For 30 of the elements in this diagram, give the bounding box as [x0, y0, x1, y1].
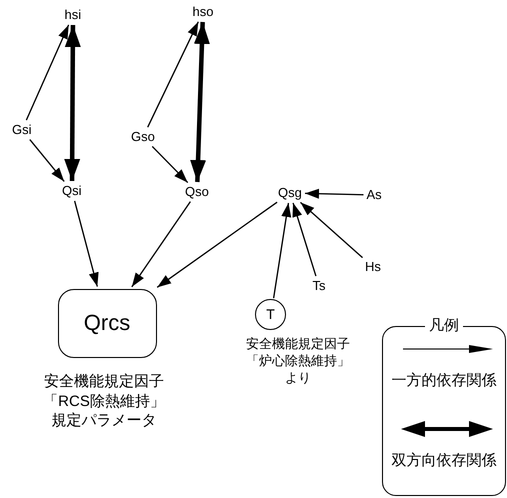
- legend-text: 双方向依存関係: [390, 453, 498, 470]
- circle-node: T: [255, 299, 286, 330]
- arrow: [292, 202, 317, 276]
- variable-label: As: [366, 187, 383, 204]
- variable-label: Gso: [130, 129, 156, 146]
- arrow: [26, 24, 70, 120]
- variable-label: hso: [192, 4, 214, 20]
- caption-text: 安全機能規定因子「炉心除熱維持」より: [245, 336, 351, 387]
- arrow: [272, 202, 292, 298]
- arrow: [190, 22, 210, 182]
- variable-label: Qsg: [277, 185, 303, 202]
- variable-label: Qsi: [61, 183, 82, 200]
- legend-text: 一方的依存関係: [390, 373, 498, 390]
- variable-label: hsi: [64, 7, 82, 24]
- legend-title: 凡例: [425, 318, 463, 334]
- variable-label: Qso: [184, 184, 210, 200]
- arrow: [304, 188, 364, 199]
- caption-text: 安全機能規定因子「RCS除熱維持」規定パラメータ: [42, 372, 166, 430]
- arrow: [74, 200, 99, 287]
- arrow: [64, 24, 81, 182]
- arrow: [156, 202, 278, 288]
- arrow: [29, 139, 65, 182]
- variable-label: Hs: [364, 259, 382, 276]
- arrow: [152, 146, 188, 184]
- variable-label: Ts: [312, 278, 326, 294]
- arrow: [131, 201, 191, 288]
- variable-label: Gsi: [11, 122, 32, 138]
- arrow: [300, 202, 363, 258]
- arrow: [147, 22, 199, 128]
- rounded-box: Qrcs: [58, 288, 156, 358]
